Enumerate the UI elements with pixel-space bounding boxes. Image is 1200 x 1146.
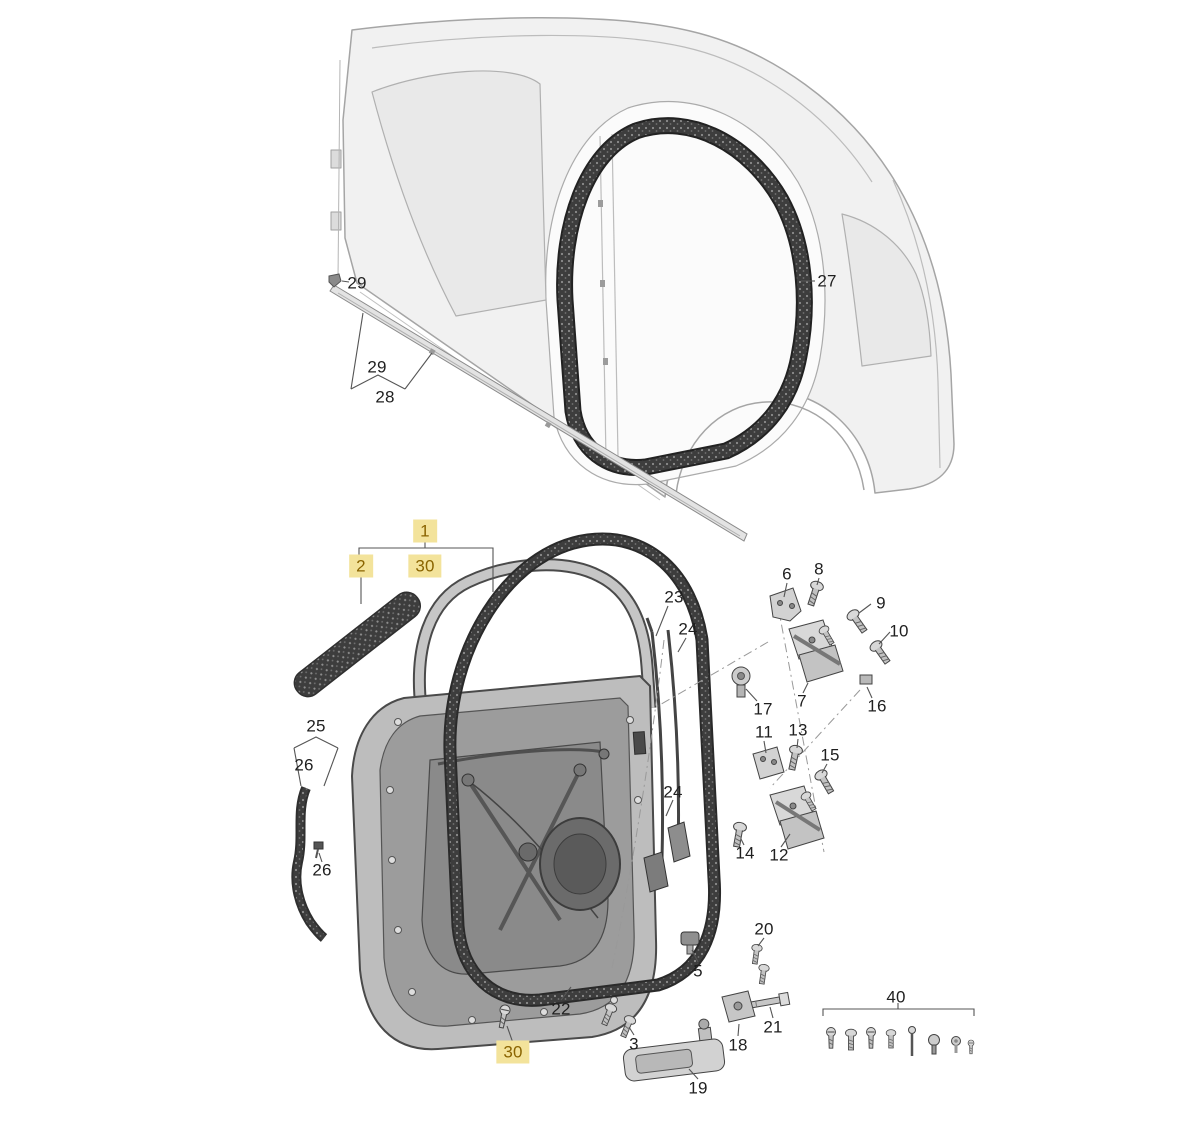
trim-strip-2 [293,591,422,698]
hinge-pin-17 [731,666,751,698]
callout-21[interactable]: 21 [763,1017,783,1037]
callout-11[interactable]: 11 [754,722,774,742]
construction-lines [611,605,861,969]
hinge-upper-7 [788,619,844,683]
callout-8[interactable]: 8 [814,559,824,579]
fastener-kit-40 [825,1026,975,1056]
callout-16[interactable]: 16 [867,696,887,716]
leader-lines [293,280,975,1080]
bolt-8 [804,579,826,608]
callout-5[interactable]: 5 [693,961,703,981]
bolt-13 [784,743,804,772]
bolt-20b [756,963,771,985]
callout-20[interactable]: 20 [754,919,774,939]
callout-19[interactable]: 19 [688,1078,708,1098]
callout-29-clip[interactable]: 29 [347,273,367,293]
callout-24-lower[interactable]: 24 [663,782,683,802]
check-strap-bracket-18 [721,990,756,1023]
clip-26 [313,841,324,859]
callout-24-upper[interactable]: 24 [678,619,698,639]
bolt-20a [749,943,764,965]
callout-1[interactable]: 1 [413,519,437,543]
callout-12[interactable]: 12 [769,845,789,865]
bolt-9 [844,607,871,636]
callout-40[interactable]: 40 [886,987,906,1007]
callout-13[interactable]: 13 [788,720,808,740]
door-aperture-seal-27 [556,117,813,476]
callout-17[interactable]: 17 [753,699,773,719]
callout-26-upper[interactable]: 26 [294,755,314,775]
door-seal-22 [443,532,722,1007]
spacer-16 [859,674,873,685]
vehicle-body [330,16,955,501]
hinge-lower-12 [769,785,825,850]
callout-10[interactable]: 10 [889,621,909,641]
callout-15[interactable]: 15 [820,745,840,765]
bolt-15 [812,767,838,797]
callout-6[interactable]: 6 [782,564,792,584]
callout-18[interactable]: 18 [728,1035,748,1055]
check-strap-19 [622,1018,726,1082]
hinge-plate-6 [769,587,802,622]
callout-9[interactable]: 9 [876,593,886,613]
callout-29-strip[interactable]: 29 [367,357,387,377]
callout-30-bottom[interactable]: 30 [496,1040,530,1064]
buffer-5 [680,931,700,955]
callout-7[interactable]: 7 [797,691,807,711]
callout-27[interactable]: 27 [817,271,837,291]
callout-23[interactable]: 23 [664,587,684,607]
sill-clip-29 [328,273,342,288]
sill-trim-strip-28 [329,284,748,542]
callout-3[interactable]: 3 [629,1034,639,1054]
callout-26-lower[interactable]: 26 [312,860,332,880]
door-panel [350,674,658,1051]
callout-28[interactable]: 28 [375,387,395,407]
callout-2[interactable]: 2 [349,554,373,578]
edge-seal-25 [291,786,328,942]
callout-25[interactable]: 25 [306,716,326,736]
callout-22[interactable]: 22 [551,999,571,1019]
glass-run-guide-23-24 [643,617,691,893]
hinge-plate-11 [752,746,785,780]
callout-30-top[interactable]: 30 [408,554,442,578]
callout-14[interactable]: 14 [735,843,755,863]
